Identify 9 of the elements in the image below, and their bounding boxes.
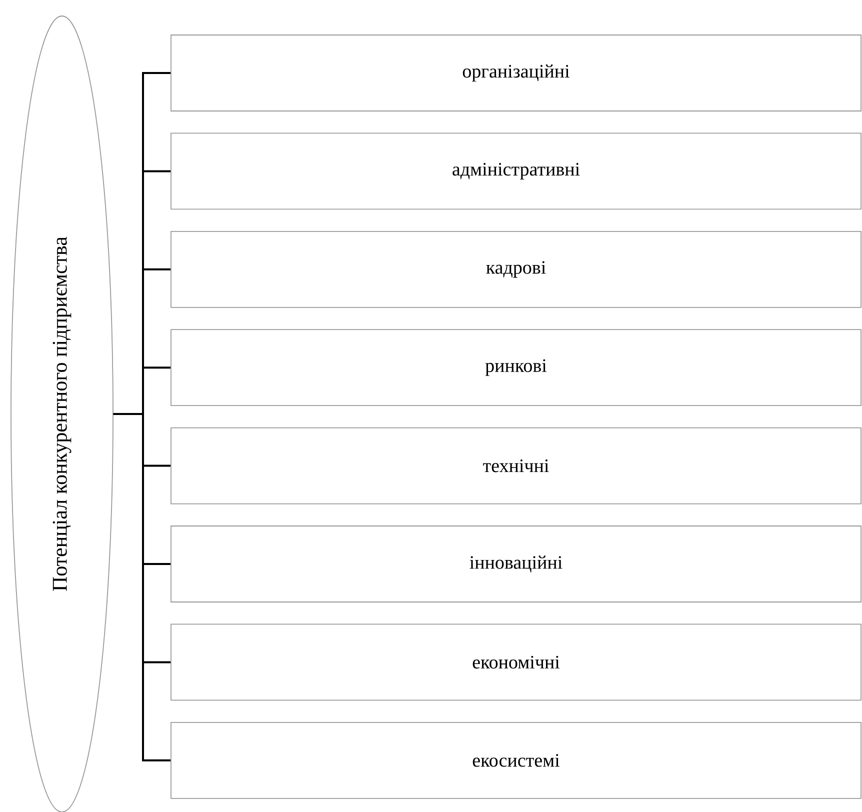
category-box: екосистемі — [170, 722, 862, 799]
category-box: технічні — [170, 427, 862, 504]
category-box: адміністративні — [170, 132, 862, 210]
category-box: економічні — [170, 624, 862, 701]
category-box: кадрові — [170, 230, 862, 308]
category-box: інноваційні — [170, 526, 862, 602]
connector-line — [113, 413, 171, 762]
category-box: організаційні — [170, 34, 862, 112]
category-box: ринкові — [170, 329, 862, 406]
